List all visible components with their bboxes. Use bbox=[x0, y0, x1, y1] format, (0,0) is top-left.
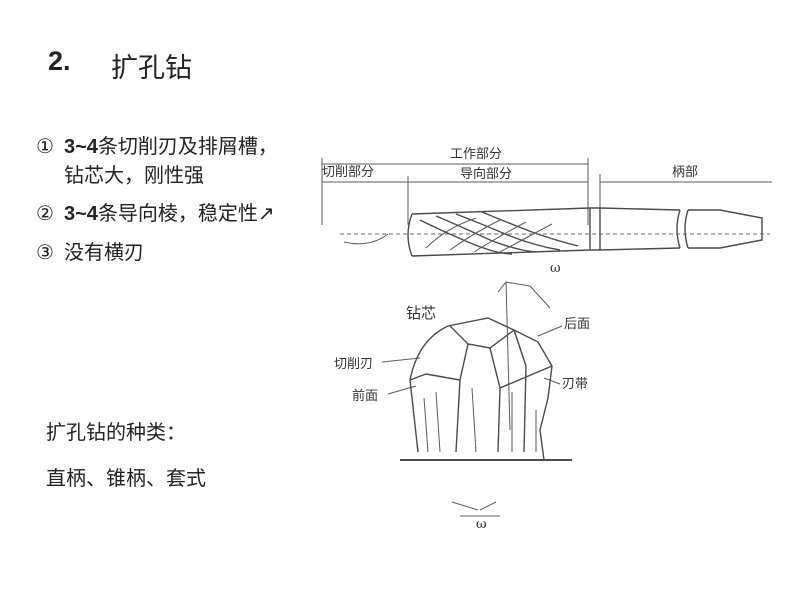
feature-list: ① 3~4条切削刃及排屑槽，钻芯大，刚性强 ② 3~4条导向棱，稳定性↗ ③ 没… bbox=[36, 132, 288, 276]
label-margin: 刃带 bbox=[562, 377, 588, 392]
drill-body bbox=[407, 207, 681, 257]
label-bottom-angle: ω bbox=[476, 517, 487, 532]
bottom-angle-mark bbox=[451, 501, 500, 517]
section-number: 2. bbox=[48, 46, 71, 76]
label-core: 钻芯 bbox=[406, 304, 436, 322]
feature-count: 3~4 bbox=[64, 203, 98, 225]
helix-angle-mark bbox=[343, 233, 389, 245]
label-flank: 后面 bbox=[564, 317, 590, 332]
label-shank: 柄部 bbox=[672, 165, 698, 180]
feature-text: 没有横刃 bbox=[64, 240, 144, 264]
drill-flutes bbox=[419, 211, 579, 255]
types-label: 扩孔钻的种类： bbox=[46, 420, 186, 444]
label-cutting-part: 切削部分 bbox=[322, 165, 374, 180]
feature-count: 3~4 bbox=[64, 136, 98, 158]
label-working-part: 工作部分 bbox=[450, 147, 502, 162]
drill-tip bbox=[409, 317, 553, 461]
feature-item-1: ① 3~4条切削刃及排屑槽，钻芯大，刚性强 bbox=[36, 132, 288, 189]
section-title: 扩孔钻 bbox=[111, 53, 192, 84]
label-guiding-part: 导向部分 bbox=[460, 166, 512, 182]
feature-text: 条切削刃及排屑槽，钻芯大，刚性强 bbox=[64, 134, 278, 187]
feature-item-2: ② 3~4条导向棱，稳定性↗ bbox=[36, 199, 288, 228]
feature-text: 条导向棱，稳定性↗ bbox=[97, 201, 275, 225]
label-helix-angle: ω bbox=[550, 261, 561, 276]
feature-marker: ③ bbox=[36, 240, 54, 264]
feature-marker: ② bbox=[36, 201, 54, 225]
counterbore-drill-diagram: 工作部分 切削部分 导向部分 柄部 ω 钻芯 后面 切削刃 刃带 前面 ω bbox=[321, 147, 772, 532]
slide-title: 2. 扩孔钻 bbox=[48, 46, 192, 84]
label-cutting-edge: 切削刃 bbox=[334, 357, 373, 372]
feature-item-3: ③ 没有横刃 bbox=[36, 238, 288, 266]
label-rake-face: 前面 bbox=[352, 388, 378, 404]
feature-marker: ① bbox=[36, 134, 54, 158]
types-list: 直柄、锥柄、套式 bbox=[46, 466, 206, 490]
